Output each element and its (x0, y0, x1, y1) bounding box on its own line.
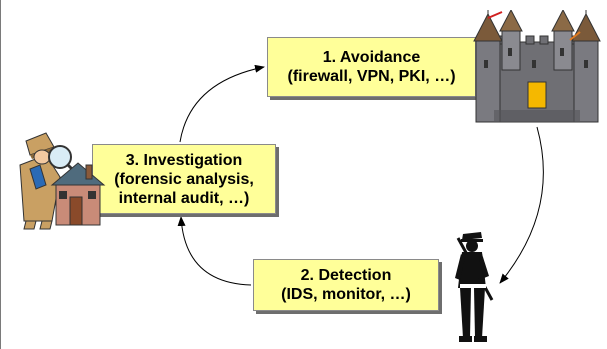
detection-detail: (IDS, monitor, …) (281, 286, 411, 303)
slide-left-edge (0, 0, 1, 349)
soldier-icon (455, 232, 494, 342)
avoidance-detail: (firewall, VPN, PKI, …) (287, 68, 456, 85)
arrow-avoidance-to-detection (499, 126, 544, 284)
detection-title: 2. Detection (300, 267, 392, 284)
castle-icon (473, 10, 601, 123)
investigation-title: 3. Investigation (125, 151, 243, 169)
investigation-detail-line2: internal audit, …) (118, 189, 250, 207)
avoidance-box: 1. Avoidance (firewall, VPN, PKI, …) (267, 37, 476, 97)
investigation-box: 3. Investigation (forensic analysis, int… (92, 144, 276, 214)
detection-box: 2. Detection (IDS, monitor, …) (253, 259, 439, 311)
detective-icon (19, 132, 106, 230)
arrow-detection-to-investigation (177, 216, 252, 286)
arrow-investigation-to-avoidance (179, 64, 265, 143)
avoidance-title: 1. Avoidance (322, 49, 421, 66)
investigation-detail-line1: (forensic analysis, (114, 170, 254, 188)
